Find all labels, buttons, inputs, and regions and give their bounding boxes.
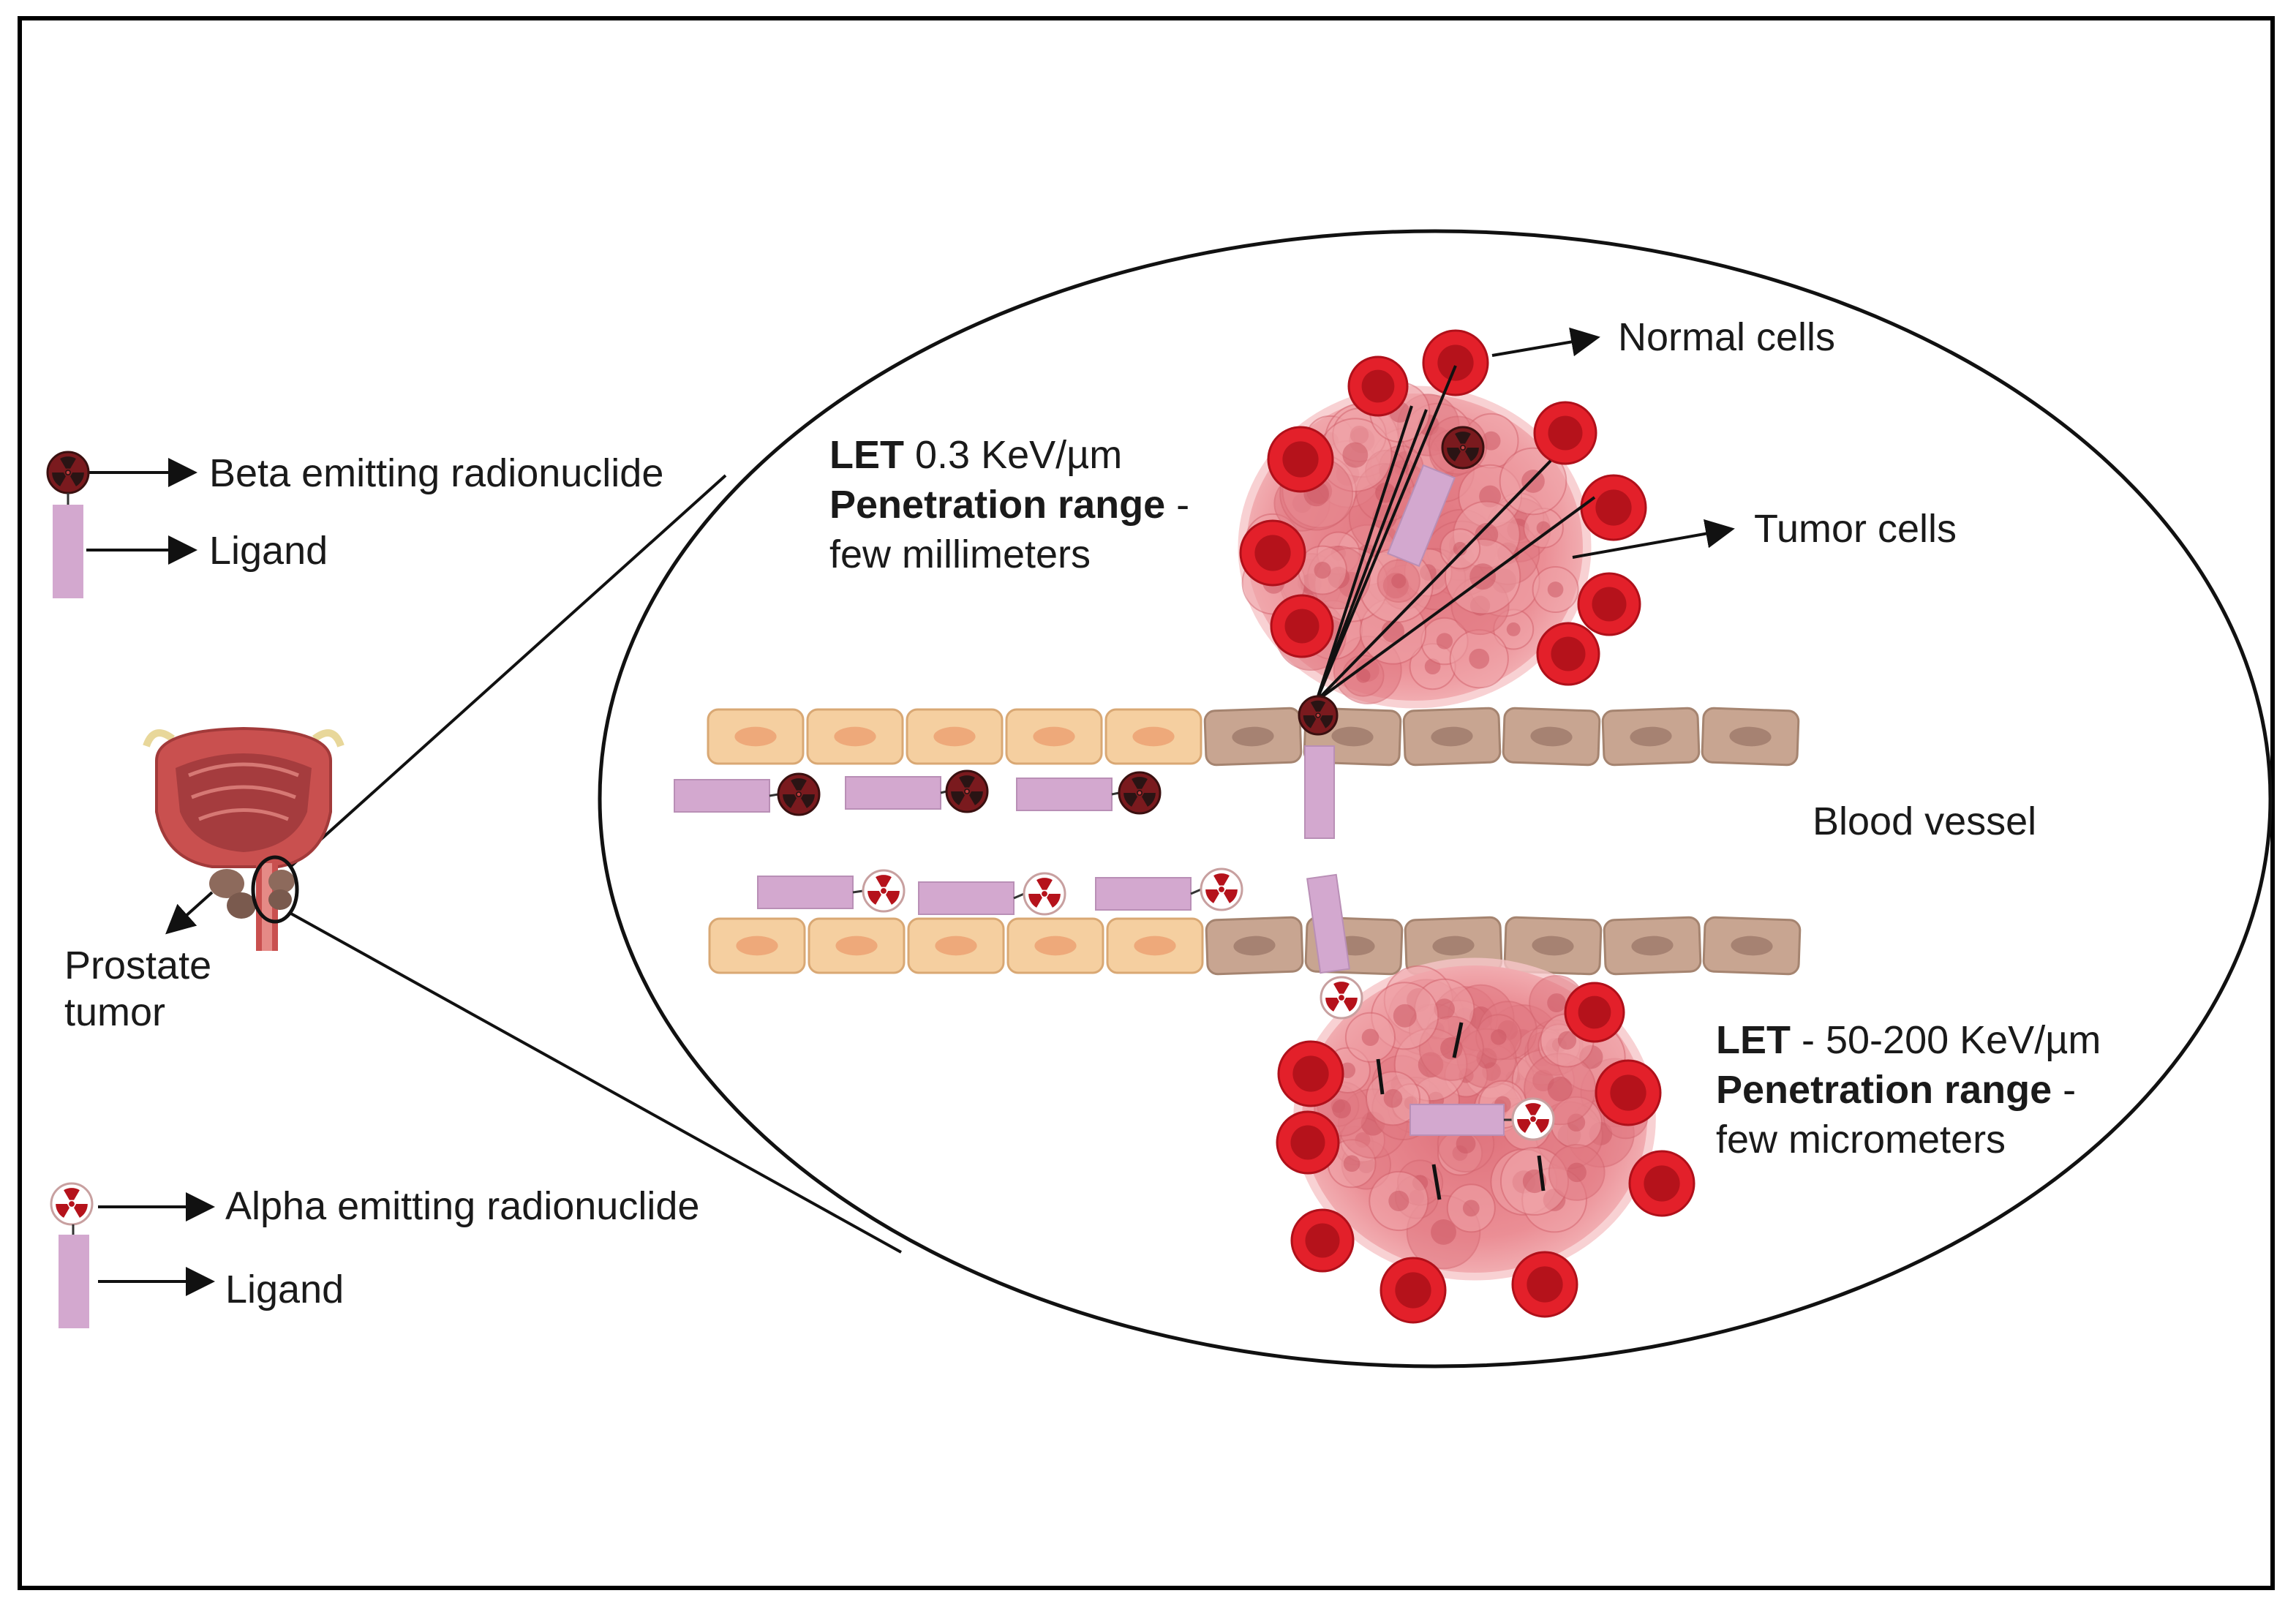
alpha-let-value: - 50-200 KeV/µm [1791,1018,2101,1062]
endothelial-cell [1402,707,1502,767]
endothelial-cell [1203,707,1303,767]
red-blood-cell [1422,329,1489,396]
alpha-radionuclide-icon [1320,976,1363,1020]
red-blood-cell [1628,1150,1695,1217]
alpha-radionuclide-icon [1023,872,1066,916]
endothelial-cell [806,708,904,765]
endothelial-cell [1603,916,1702,976]
legend-icons [46,451,215,1328]
red-blood-cell [1595,1059,1662,1126]
red-blood-cell [1380,1257,1447,1324]
alpha-radionuclide-icon [50,1182,94,1226]
alpha-radioligand [918,872,1066,916]
beta-radionuclide-icon [1298,695,1339,736]
endothelial-cell [708,917,806,974]
endothelial-cell [808,917,906,974]
legend-beta-label: Beta emitting radionuclide [209,451,664,495]
red-blood-cell [1290,1208,1355,1273]
beta-radioligand-binding [1298,695,1339,839]
endothelial-cell [1702,916,1802,976]
vessel-wall-lower [708,916,1802,976]
alpha-let-key: LET [1716,1018,1791,1062]
beta-radioligand [845,769,989,813]
zoom-line-bottom [289,911,902,1254]
beta-let-value: 0.3 KeV/µm [904,433,1123,477]
endothelial-cell [1503,916,1603,976]
red-blood-cell [1511,1251,1578,1318]
endothelial-cell [1601,707,1701,767]
red-blood-cell [1533,401,1597,465]
red-blood-cell [1276,1110,1340,1175]
red-blood-cell [1347,355,1409,417]
alpha-radioligand [757,869,906,913]
red-blood-cell [1277,1040,1344,1107]
blood-vessel-label: Blood vessel [1813,799,2037,843]
red-blood-cell [1270,594,1334,658]
alpha-range-key: Penetration range [1716,1068,2052,1112]
alpha-radioligand-binding [1306,873,1363,1020]
red-blood-cell [1239,519,1306,587]
beta-let-info: LET 0.3 KeV/µm Penetration range - few m… [829,430,1189,579]
endothelial-cell [1005,708,1103,765]
endothelial-cell [1701,707,1800,767]
beta-radionuclide-icon [1118,771,1162,815]
prostate-label-line2: tumor [64,990,166,1034]
beta-let-key: LET [829,433,904,477]
normal-cells-label: Normal cells [1618,315,1836,359]
alpha-let-info: LET - 50-200 KeV/µm Penetration range - … [1716,1015,2101,1164]
alpha-range-value: few micrometers [1716,1118,2006,1162]
endothelial-cell [707,708,805,765]
beta-radioligand [674,772,821,816]
legend-alpha-ligand-label: Ligand [225,1268,345,1311]
beta-radionuclide-icon [777,772,821,816]
beta-range-value: few millimeters [829,532,1091,576]
endothelial-cell [1006,917,1104,974]
alpha-radionuclide-icon [1511,1097,1555,1141]
beta-radioligand-in-tumor [1387,426,1485,568]
red-blood-cell [1577,572,1641,636]
alpha-radiation-tracks [1376,1022,1546,1200]
red-blood-cell [1580,474,1647,541]
tumor-cells-arrow [1572,519,1735,559]
prostate-label-line1: Prostate [64,944,212,987]
alpha-radioligand [1095,867,1243,911]
beta-radioligand [1016,771,1162,815]
legend-alpha-label: Alpha emitting radionuclide [225,1184,700,1228]
prostate-organ-icon [143,726,345,951]
magnified-view-ellipse [598,229,2273,1369]
alpha-radionuclide-icon [1200,867,1243,911]
prostate-tumor-label: Prostate tumor [64,942,211,1036]
legend-beta-ligand-label: Ligand [209,529,328,573]
beta-radiation-tracks [1315,365,1596,702]
vessel-wall-upper [707,707,1800,767]
normal-cells-group [1239,329,1695,1324]
alpha-range-dash: - [2052,1068,2077,1112]
red-blood-cell [1536,622,1600,686]
tumor-cells-label: Tumor cells [1754,507,1957,551]
endothelial-cell [1205,916,1304,976]
alpha-radionuclide-icon [862,869,906,913]
beta-range-dash: - [1165,483,1190,527]
beta-radionuclide-icon [945,769,989,813]
normal-cells-arrow [1491,327,1600,357]
red-blood-cell [1564,982,1625,1043]
beta-radionuclide-icon [1441,426,1485,470]
beta-radionuclide-icon [46,451,90,494]
endothelial-cell [906,708,1004,765]
endothelial-cell [1104,708,1202,765]
zoom-line-top [288,474,727,869]
radioligand-conjugates [674,426,1555,1141]
red-blood-cell [1267,426,1334,493]
endothelial-cell [1502,707,1601,767]
endothelial-cell [1106,917,1204,974]
beta-range-key: Penetration range [829,483,1166,527]
alpha-radioligand-in-tumor [1409,1097,1555,1141]
endothelial-cell [907,917,1005,974]
